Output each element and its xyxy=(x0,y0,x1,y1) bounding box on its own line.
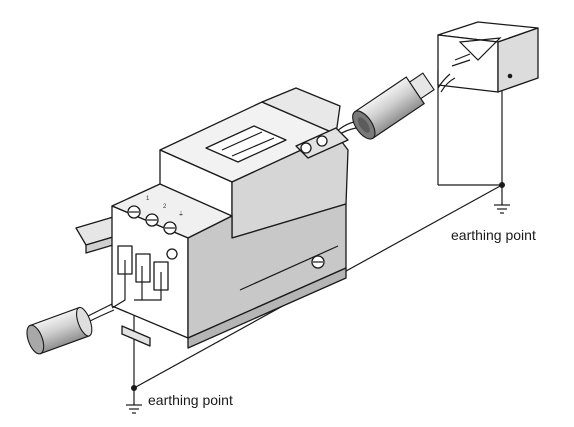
triangle-amplifier-icon xyxy=(458,37,502,61)
front-terminal-screws xyxy=(127,205,177,235)
rear-terminal-block xyxy=(295,127,349,159)
screw-terminal-icon xyxy=(166,248,325,269)
junction-dot-bottom xyxy=(131,385,137,391)
ground-symbol-icon xyxy=(126,404,142,414)
amplifier-unit xyxy=(437,21,539,93)
ground-symbol-icon xyxy=(494,204,510,214)
junction-dot-right xyxy=(499,182,505,188)
earthing-point-label-right: earthing point xyxy=(451,227,536,243)
sensor-cable-top xyxy=(437,53,471,93)
wire-entry-openings xyxy=(117,245,169,291)
earthing-point-label-bottom: earthing point xyxy=(148,392,233,408)
left-sensor xyxy=(26,306,93,355)
top-sensor xyxy=(352,72,435,140)
terminal-label-1: 1 xyxy=(146,196,150,202)
terminal-label-2: 2 xyxy=(163,204,167,210)
electronic-module: 1 2 ⏚ xyxy=(111,87,349,349)
amplifier-terminal-dot xyxy=(507,73,513,79)
terminal-label-earth: ⏚ xyxy=(178,211,184,218)
